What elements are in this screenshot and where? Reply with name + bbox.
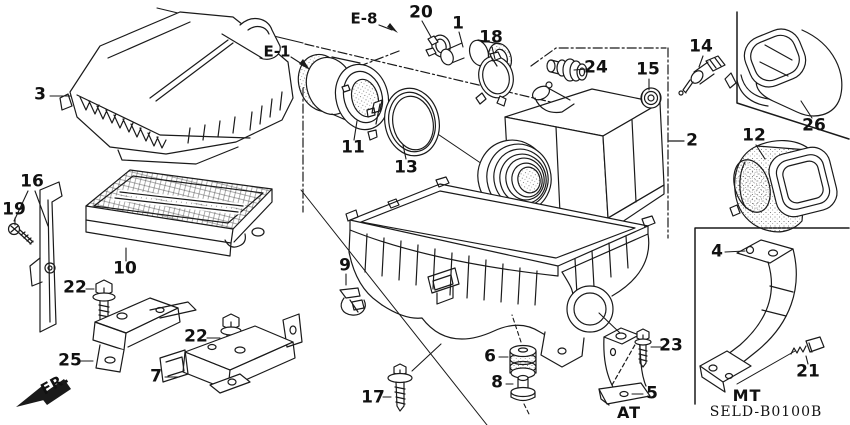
part-18-tube-clamp (475, 51, 514, 107)
part-13-hose-clamp (366, 87, 440, 157)
part-10-air-filter (85, 169, 273, 257)
part-22-bolt-a (92, 279, 116, 325)
callout-20: 20 (409, 2, 433, 23)
part-15-grommet (640, 87, 662, 109)
callout-6: 6 (484, 346, 496, 367)
leader-lines (13, 20, 813, 415)
callout-7: 7 (150, 366, 162, 387)
callout-16: 16 (20, 171, 44, 192)
callout-23: 23 (659, 335, 683, 356)
part-2-resonator-chamber (477, 81, 665, 231)
callout-3: 3 (34, 84, 46, 105)
callout-17: 17 (361, 387, 385, 408)
callout-11: 11 (341, 137, 365, 158)
part-4-bracket-mt (699, 239, 797, 393)
callout-12: 12 (742, 125, 766, 146)
callout-5: 5 (646, 383, 658, 404)
callout-e-1: E-1 (263, 42, 291, 61)
callout-22: 22 (184, 326, 208, 347)
part-19-screw (7, 222, 34, 245)
callout-2: 2 (686, 130, 698, 151)
callout-18: 18 (479, 27, 503, 48)
callout-seld-b0100b: SELD-B0100B (709, 404, 823, 420)
callout-15: 15 (636, 59, 660, 80)
callout-25: 25 (58, 350, 82, 371)
callout-10: 10 (113, 258, 137, 279)
part-14-air-temp-sensor (678, 55, 726, 96)
callout-mt: MT (732, 386, 762, 405)
callout-8: 8 (491, 372, 503, 393)
part-6-mounting-rubber (509, 344, 537, 379)
callout-22: 22 (63, 277, 87, 298)
part-26-air-in-cover (724, 28, 843, 117)
front-direction-arrow (16, 379, 71, 407)
part-24-valve (546, 58, 588, 82)
callout-4: 4 (711, 241, 723, 262)
callout-21: 21 (796, 361, 820, 382)
part-3-air-cleaner-cover (59, 11, 294, 165)
part-23-bolt (634, 328, 652, 368)
callout-at: AT (616, 403, 642, 422)
callout-14: 14 (689, 36, 713, 57)
part-25-bracket (92, 297, 197, 373)
callout-e-8: E-8 (350, 9, 378, 28)
part-8-collar (510, 374, 536, 402)
callout-24: 24 (584, 57, 608, 78)
air-cleaner-case (345, 176, 656, 368)
callout-fr-: FR. (37, 368, 72, 399)
callout-1: 1 (452, 13, 464, 34)
part-17-bolt (387, 363, 413, 412)
part-7-bracket (159, 313, 303, 394)
part-9-clip (339, 287, 366, 316)
part-12-air-in-duct (729, 140, 838, 233)
part-21-bolt (790, 336, 825, 355)
callout-13: 13 (394, 157, 418, 178)
callout-26: 26 (802, 115, 826, 136)
callout-9: 9 (339, 255, 351, 276)
callout-19: 19 (2, 199, 26, 220)
